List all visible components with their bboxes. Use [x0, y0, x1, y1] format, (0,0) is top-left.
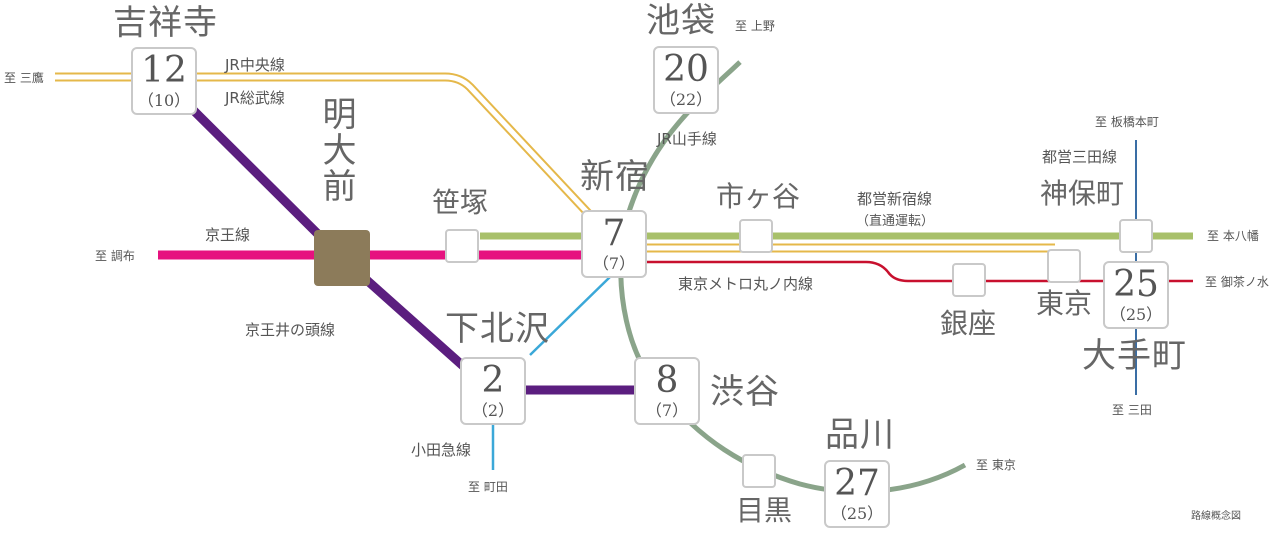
dest-machida: 至 町田	[468, 480, 508, 494]
inokashira-line	[161, 78, 650, 395]
minutes-alt: （25）	[830, 504, 884, 523]
minutes-value: 2	[481, 360, 505, 401]
station-name-jimbocho: 神保町	[1040, 177, 1125, 210]
station-name-ginza: 銀座	[940, 307, 997, 340]
station-box-shinjuku: 7 （7）	[581, 210, 647, 278]
station-marker-ichigaya	[739, 219, 773, 253]
station-name-tokyo: 東京	[1036, 287, 1093, 320]
station-box-ikebukuro: 20 （22）	[653, 46, 719, 114]
line-label-inokashira: 京王井の頭線	[245, 321, 336, 339]
minutes-value: 12	[141, 50, 187, 91]
minutes-alt: （7）	[645, 401, 689, 420]
station-name-ikebukuro: 池袋	[646, 1, 716, 41]
station-name-meguro: 目黒	[736, 494, 793, 527]
station-marker-jimbocho	[1119, 219, 1153, 253]
station-box-shinagawa: 27 （25）	[824, 460, 890, 528]
station-name-otemachi: 大手町	[1082, 336, 1187, 376]
dest-ochanomizu: 至 御茶ノ水	[1205, 275, 1269, 289]
station-box-shibuya: 8 （7）	[634, 357, 700, 425]
station-box-shimokitazawa: 2 （2）	[460, 357, 526, 425]
dest-tokyo: 至 東京	[976, 458, 1016, 472]
minutes-value: 20	[663, 49, 709, 90]
line-label-shinjuku-line: 都営新宿線	[857, 190, 933, 208]
dest-itabashihoncho: 至 板橋本町	[1095, 115, 1159, 129]
station-box-kichijoji: 12 （10）	[131, 47, 197, 115]
minutes-value: 25	[1113, 264, 1159, 305]
station-name-shimokitazawa: 下北沢	[445, 309, 550, 349]
minutes-value: 7	[602, 213, 626, 254]
minutes-value: 27	[834, 463, 880, 504]
line-label-shinjuku-note: （直通運転）	[856, 214, 935, 229]
line-label-keio: 京王線	[205, 226, 251, 244]
station-name-shinjuku: 新宿	[580, 157, 650, 197]
station-marker-sasazuka	[445, 229, 479, 263]
minutes-alt: （10）	[137, 91, 191, 110]
minutes-alt: （7）	[592, 254, 636, 273]
station-name-shibuya: 渋谷	[710, 372, 780, 412]
chuo-sobu-line	[55, 72, 1055, 253]
dest-mita: 至 三田	[1112, 403, 1152, 417]
dest-motoyawata: 至 本八幡	[1207, 229, 1259, 243]
minutes-value: 8	[655, 360, 679, 401]
station-box-otemachi: 25 （25）	[1103, 261, 1169, 329]
line-label-mita: 都営三田線	[1042, 148, 1118, 166]
minutes-alt: （2）	[471, 401, 515, 420]
station-name-kichijoji: 吉祥寺	[113, 3, 218, 43]
origin-station-name: 明大前	[316, 96, 356, 204]
marunouchi-line	[640, 260, 1193, 283]
dest-ueno: 至 上野	[735, 19, 775, 33]
station-name-shinagawa: 品川	[825, 415, 895, 455]
station-marker-tokyo	[1047, 249, 1081, 283]
station-name-sasazuka: 笹塚	[432, 186, 489, 219]
dest-chofu: 至 調布	[95, 249, 135, 263]
map-footnote: 路線概念図	[1191, 511, 1241, 522]
station-marker-ginza	[952, 263, 986, 297]
line-label-chuo: JR中央線	[225, 56, 285, 74]
minutes-alt: （22）	[659, 90, 713, 109]
station-marker-meguro	[742, 454, 776, 488]
line-label-marunouchi: 東京メトロ丸ノ内線	[678, 275, 814, 293]
origin-station-marker	[314, 230, 370, 286]
line-label-odakyu: 小田急線	[411, 441, 472, 459]
line-label-yamanote: JR山手線	[657, 130, 717, 148]
line-label-sobu: JR総武線	[225, 89, 285, 107]
station-name-ichigaya: 市ヶ谷	[716, 180, 801, 213]
minutes-alt: （25）	[1109, 305, 1163, 324]
dest-mitaka: 至 三鷹	[4, 71, 44, 85]
